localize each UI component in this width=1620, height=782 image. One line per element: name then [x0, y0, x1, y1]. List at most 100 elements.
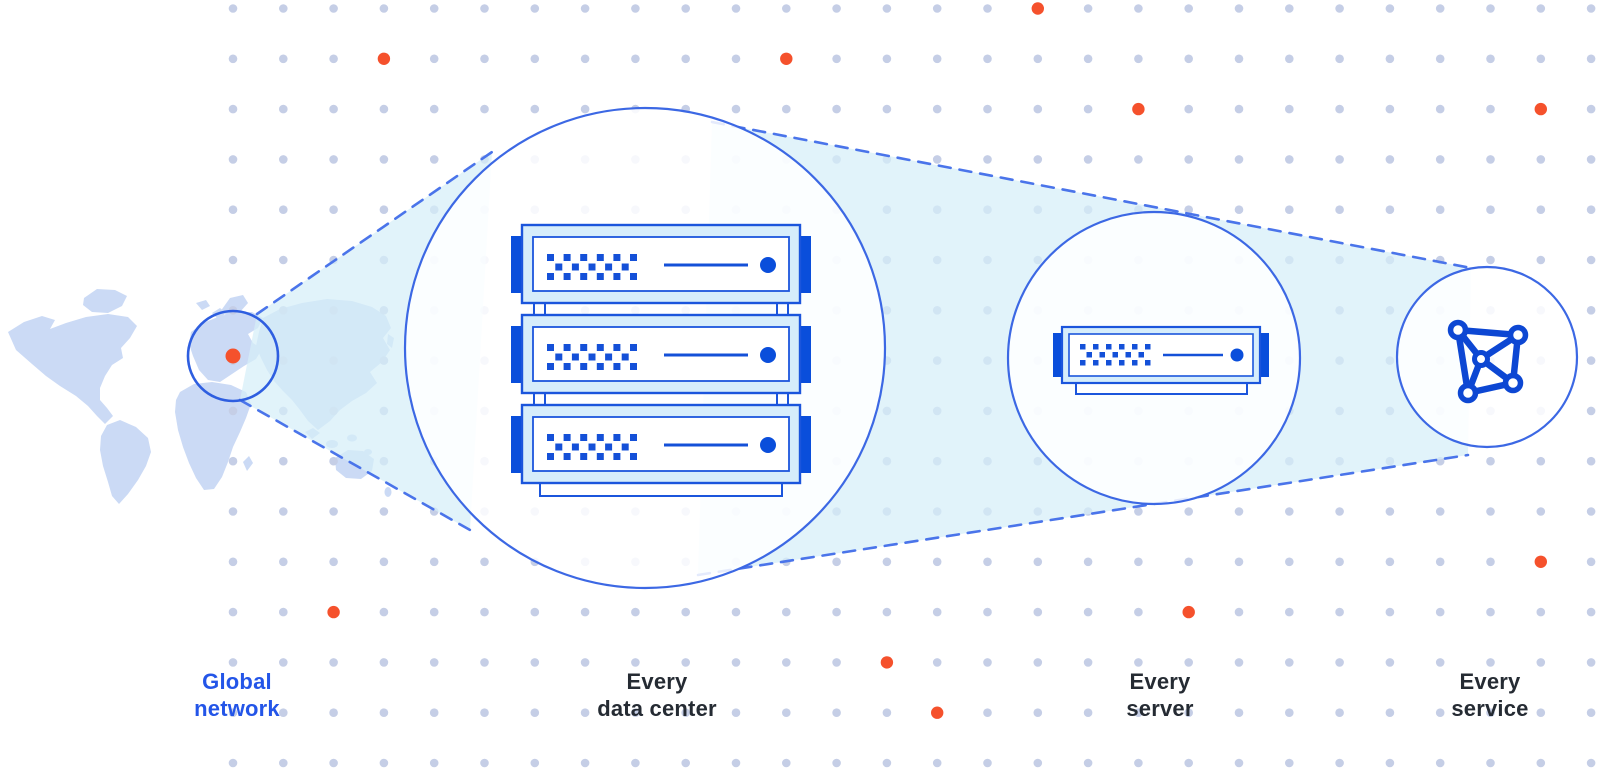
label-every-data-center: Every data center	[527, 668, 787, 722]
grid-dot	[228, 507, 238, 516]
grid-dot	[1033, 54, 1043, 64]
grid-dot	[279, 456, 288, 466]
grid-dot	[228, 406, 238, 416]
grid-dot	[580, 4, 590, 13]
grid-dot	[1285, 758, 1294, 768]
grid-dot	[228, 607, 238, 617]
grid-dot	[932, 658, 942, 667]
grid-dot	[1335, 557, 1344, 567]
grid-dot	[1285, 205, 1294, 214]
grid-dot	[932, 54, 942, 64]
grid-dot	[580, 658, 590, 667]
grid-dot	[1184, 557, 1193, 567]
grid-dot	[1385, 607, 1395, 617]
label-line: Every	[1129, 669, 1191, 694]
grid-dot	[1385, 507, 1395, 516]
grid-dot	[983, 155, 992, 164]
grid-dot	[1134, 507, 1143, 516]
grid-dot	[1285, 507, 1294, 516]
grid-dot	[1385, 205, 1395, 214]
grid-dot	[1536, 607, 1546, 617]
grid-dot	[329, 557, 338, 567]
grid-dot	[228, 155, 238, 164]
grid-dot	[228, 456, 238, 466]
grid-dot	[1435, 658, 1445, 667]
grid-dot	[228, 54, 238, 64]
grid-dot	[279, 758, 288, 768]
grid-dot	[983, 557, 992, 567]
grid-dot	[932, 557, 942, 567]
grid-dot	[1234, 104, 1244, 114]
grid-dot	[1335, 205, 1344, 214]
grid-dot	[329, 4, 338, 13]
grid-dot	[882, 104, 892, 114]
grid-dot	[1033, 658, 1043, 667]
grid-dot	[1586, 557, 1596, 567]
grid-dot	[530, 607, 540, 617]
grid-dot	[832, 708, 841, 717]
grid-dot	[279, 658, 288, 667]
grid-dot	[1184, 658, 1193, 667]
map-greenland	[83, 289, 127, 313]
grid-dot	[1083, 4, 1093, 13]
grid-dot	[329, 456, 338, 466]
grid-dot	[228, 758, 238, 768]
grid-dot	[480, 557, 489, 567]
grid-dot	[782, 708, 791, 717]
grid-dot-accent	[931, 706, 944, 719]
grid-dot	[731, 54, 741, 64]
grid-dot	[1134, 54, 1143, 64]
grid-dot	[1586, 155, 1596, 164]
grid-dot	[1234, 607, 1244, 617]
grid-dot	[279, 4, 288, 13]
beam-dashed-bottom	[696, 453, 1470, 577]
grid-dot	[1083, 54, 1093, 64]
grid-dot	[1134, 4, 1143, 13]
grid-dot	[731, 758, 741, 768]
grid-dot	[1134, 758, 1143, 768]
grid-dot	[1486, 507, 1495, 516]
mesh-node	[1447, 319, 1469, 341]
grid-dot	[882, 4, 892, 13]
grid-dot	[681, 54, 690, 64]
grid-dot-accent	[1534, 102, 1548, 116]
grid-dot	[1486, 4, 1495, 13]
grid-dot-accent	[1534, 555, 1548, 568]
grid-dot	[1586, 54, 1596, 64]
grid-dot	[932, 758, 942, 768]
grid-dot	[782, 658, 791, 667]
grid-dot	[1083, 557, 1093, 567]
server-rack-unit-1	[509, 223, 813, 305]
grid-dot	[1385, 104, 1395, 114]
grid-dot	[279, 708, 288, 717]
mesh-edge	[1454, 326, 1472, 397]
grid-dot	[681, 758, 690, 768]
grid-dot	[379, 155, 389, 164]
grid-dot	[279, 104, 288, 114]
grid-dot	[1586, 255, 1596, 265]
grid-dot	[1536, 708, 1546, 717]
server-rack-unit-3	[509, 403, 813, 485]
grid-dot-accent	[377, 52, 391, 65]
grid-dot	[1285, 155, 1294, 164]
grid-dot	[1335, 758, 1344, 768]
grid-dot	[731, 4, 741, 13]
map-location-marker	[225, 348, 241, 364]
grid-dot	[1234, 507, 1244, 516]
grid-dot	[1435, 4, 1445, 13]
grid-dot	[1083, 758, 1093, 768]
grid-dot	[580, 54, 590, 64]
grid-dot	[1435, 758, 1445, 768]
grid-dot	[379, 557, 389, 567]
grid-dot	[580, 758, 590, 768]
grid-dot	[1486, 155, 1495, 164]
grid-dot	[329, 104, 338, 114]
grid-dot	[1134, 557, 1143, 567]
grid-dot	[1083, 104, 1093, 114]
grid-dot	[1335, 54, 1344, 64]
grid-dot	[1536, 255, 1546, 265]
grid-dot	[1184, 708, 1193, 717]
grid-dot	[279, 155, 288, 164]
grid-dot	[1033, 557, 1043, 567]
grid-dot	[1586, 607, 1596, 617]
